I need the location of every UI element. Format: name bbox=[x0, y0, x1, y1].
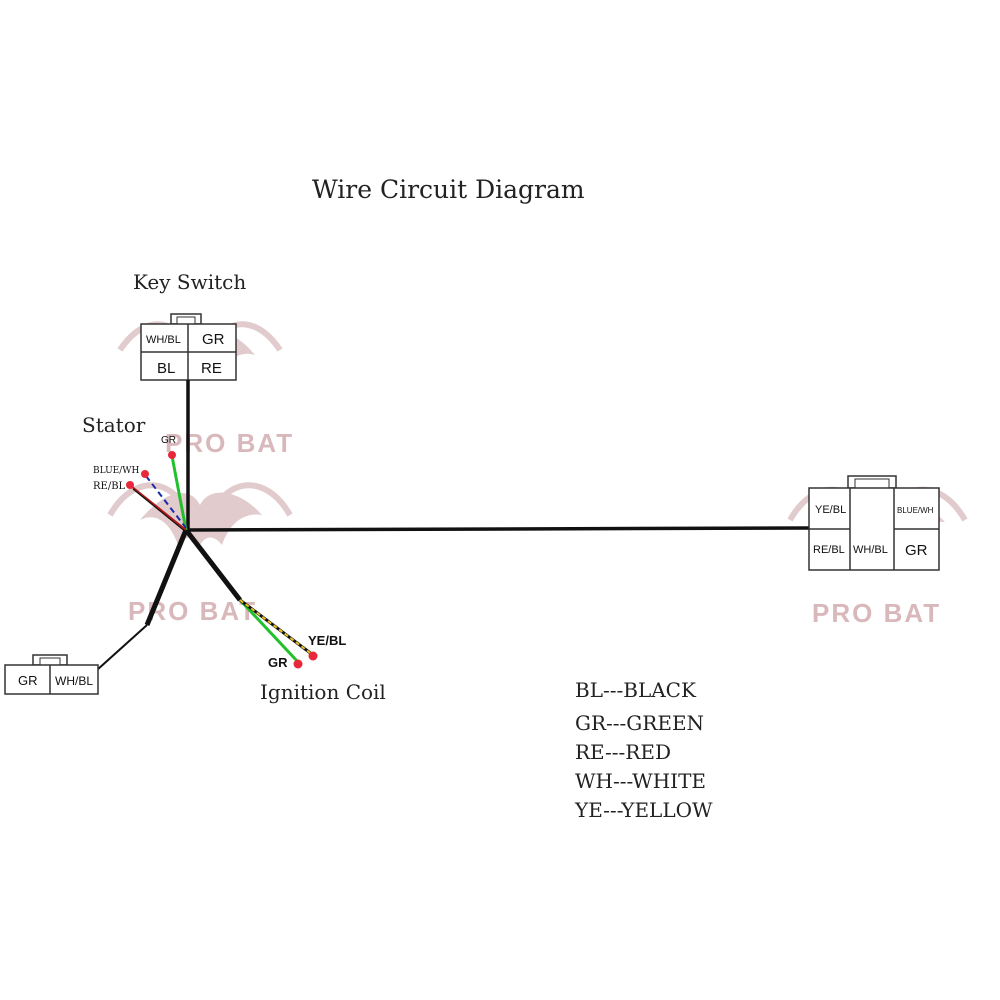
harness-wires bbox=[96, 380, 811, 671]
watermark-bat-icon bbox=[107, 482, 293, 545]
terminal-dot bbox=[308, 651, 318, 661]
legend-item: WH---WHITE bbox=[575, 769, 706, 793]
legend-item: RE---RED bbox=[575, 740, 671, 764]
left-connector: GR WH/BL bbox=[4, 654, 99, 695]
key-switch-pin: BL bbox=[157, 360, 175, 377]
stator-label: Stator bbox=[82, 413, 146, 437]
right-connector-pin: WH/BL bbox=[853, 544, 888, 556]
right-connector-pin: YE/BL bbox=[815, 504, 846, 516]
legend-item: BL---BLACK bbox=[575, 678, 697, 702]
key-switch-pin: WH/BL bbox=[146, 334, 181, 346]
right-connector-pin: GR bbox=[905, 542, 928, 559]
terminal-dot bbox=[168, 451, 176, 459]
key-switch-pin: GR bbox=[202, 331, 225, 348]
stator-wires: GR BLUE/WH RE/BL bbox=[93, 435, 188, 533]
ignition-wire-label: YE/BL bbox=[308, 633, 346, 648]
right-connector: YE/BL BLUE/WH RE/BL WH/BL GR bbox=[808, 475, 940, 571]
key-switch-pin: RE bbox=[201, 360, 222, 377]
left-connector-pin: WH/BL bbox=[55, 674, 93, 688]
ignition-coil-wires: YE/BL GR bbox=[238, 598, 346, 670]
terminal-dot bbox=[293, 659, 303, 669]
stator-wire-label: RE/BL bbox=[93, 481, 126, 492]
legend-item: YE---YELLOW bbox=[574, 798, 713, 822]
ignition-coil-label: Ignition Coil bbox=[260, 680, 386, 704]
watermark-text: PRO BAT bbox=[165, 428, 294, 458]
left-connector-pin: GR bbox=[18, 673, 38, 688]
color-legend: BL---BLACK GR---GREEN RE---RED WH---WHIT… bbox=[574, 678, 713, 822]
right-connector-pin: RE/BL bbox=[813, 544, 845, 556]
right-connector-pin: BLUE/WH bbox=[897, 506, 934, 515]
key-switch-connector: WH/BL GR BL RE bbox=[140, 313, 237, 381]
terminal-dot bbox=[141, 470, 149, 478]
terminal-dot bbox=[126, 481, 134, 489]
ignition-wire-label: GR bbox=[268, 655, 288, 670]
stator-wire-label: BLUE/WH bbox=[93, 466, 140, 476]
stator-wire-label: GR bbox=[161, 435, 176, 446]
legend-item: GR---GREEN bbox=[575, 711, 704, 735]
diagram-title: Wire Circuit Diagram bbox=[312, 175, 585, 204]
key-switch-label: Key Switch bbox=[133, 270, 246, 294]
watermark-text: PRO BAT bbox=[812, 598, 941, 628]
